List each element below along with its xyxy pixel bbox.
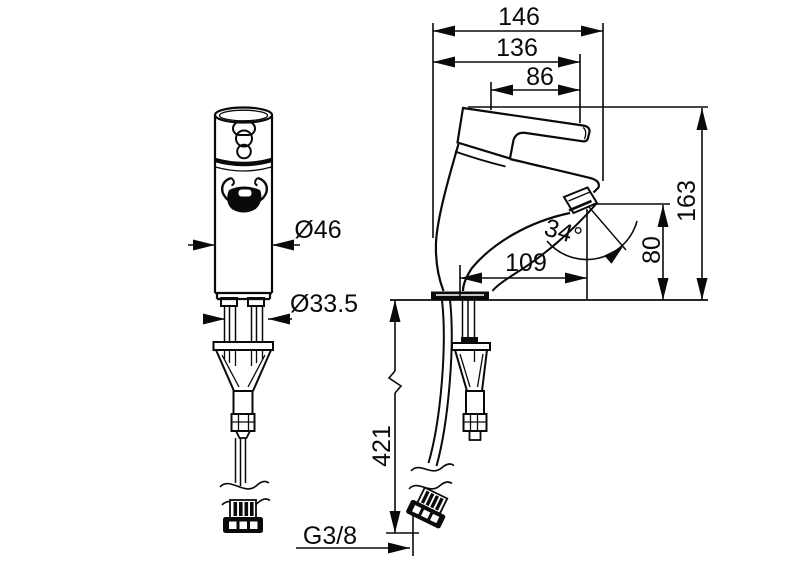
side-break-line-lower	[408, 481, 453, 490]
side-shank	[461, 300, 476, 342]
side-spout-top	[509, 157, 600, 194]
side-front-edge	[434, 143, 460, 292]
front-spout-curl-left	[230, 177, 235, 187]
dim-label-spout-reach: 109	[505, 249, 547, 277]
faucet-side-view	[390, 106, 708, 529]
angle-arc	[546, 220, 638, 261]
front-valve-block	[232, 390, 254, 415]
front-body-top-inner-rim	[218, 109, 269, 122]
dim-label-stream-angle: 34°	[541, 214, 585, 251]
side-cap-joint	[454, 150, 506, 168]
front-cone-hatching	[221, 350, 266, 388]
front-aerator-dark	[227, 186, 262, 213]
front-aerator-highlight	[238, 189, 252, 197]
side-aerator	[562, 186, 599, 215]
side-aerator-outlet	[568, 199, 593, 212]
dim-label-body-diameter: Ø46	[294, 216, 341, 244]
front-body-base	[215, 291, 272, 301]
side-aerator-edge	[568, 191, 591, 202]
front-body-sides	[213, 115, 274, 293]
dim-label-hole-diameter: Ø33.5	[290, 290, 358, 318]
front-hose	[234, 438, 247, 486]
side-stub	[468, 430, 482, 441]
side-valve-block	[465, 390, 485, 415]
front-cone-flange	[212, 341, 274, 351]
side-hose-fitting	[406, 486, 449, 529]
front-shank-pipes	[223, 306, 264, 342]
stream-direction-line	[588, 206, 627, 251]
front-hose-nut-detail	[231, 414, 255, 431]
dim-label-body-depth: 136	[496, 34, 538, 62]
front-joint-band-lower	[215, 166, 272, 172]
front-spout-curl-right	[254, 177, 259, 187]
dim-label-total-height: 163	[673, 180, 701, 222]
side-cone-flange	[451, 342, 491, 351]
dim-label-spout-height: 80	[638, 236, 666, 264]
front-break-line-upper	[219, 480, 270, 490]
side-back-edge	[491, 202, 598, 292]
side-lever	[456, 106, 591, 160]
side-lever-edge	[582, 126, 587, 140]
side-break-line-upper	[410, 463, 455, 472]
dim-line-421-break	[387, 370, 403, 394]
side-cone-hatching	[459, 350, 484, 388]
dim-label-total-depth: 146	[498, 3, 540, 31]
angle-arc-arrow	[604, 246, 623, 264]
front-lever-knob	[235, 129, 253, 148]
front-lever-collar	[236, 143, 252, 160]
dim-label-handle-depth: 86	[526, 63, 554, 91]
top-extension-lines	[432, 23, 604, 238]
side-hose-nut-detail	[463, 414, 487, 431]
front-hose-taper	[235, 430, 251, 439]
front-joint-band	[214, 157, 273, 167]
dim-label-thread-size: G3/8	[303, 522, 357, 550]
front-lever-pin	[232, 121, 256, 136]
side-shank-nut	[461, 337, 478, 343]
side-hose	[427, 299, 453, 467]
dim-label-hose-length: 421	[368, 425, 396, 467]
faucet-front-view	[212, 106, 274, 533]
